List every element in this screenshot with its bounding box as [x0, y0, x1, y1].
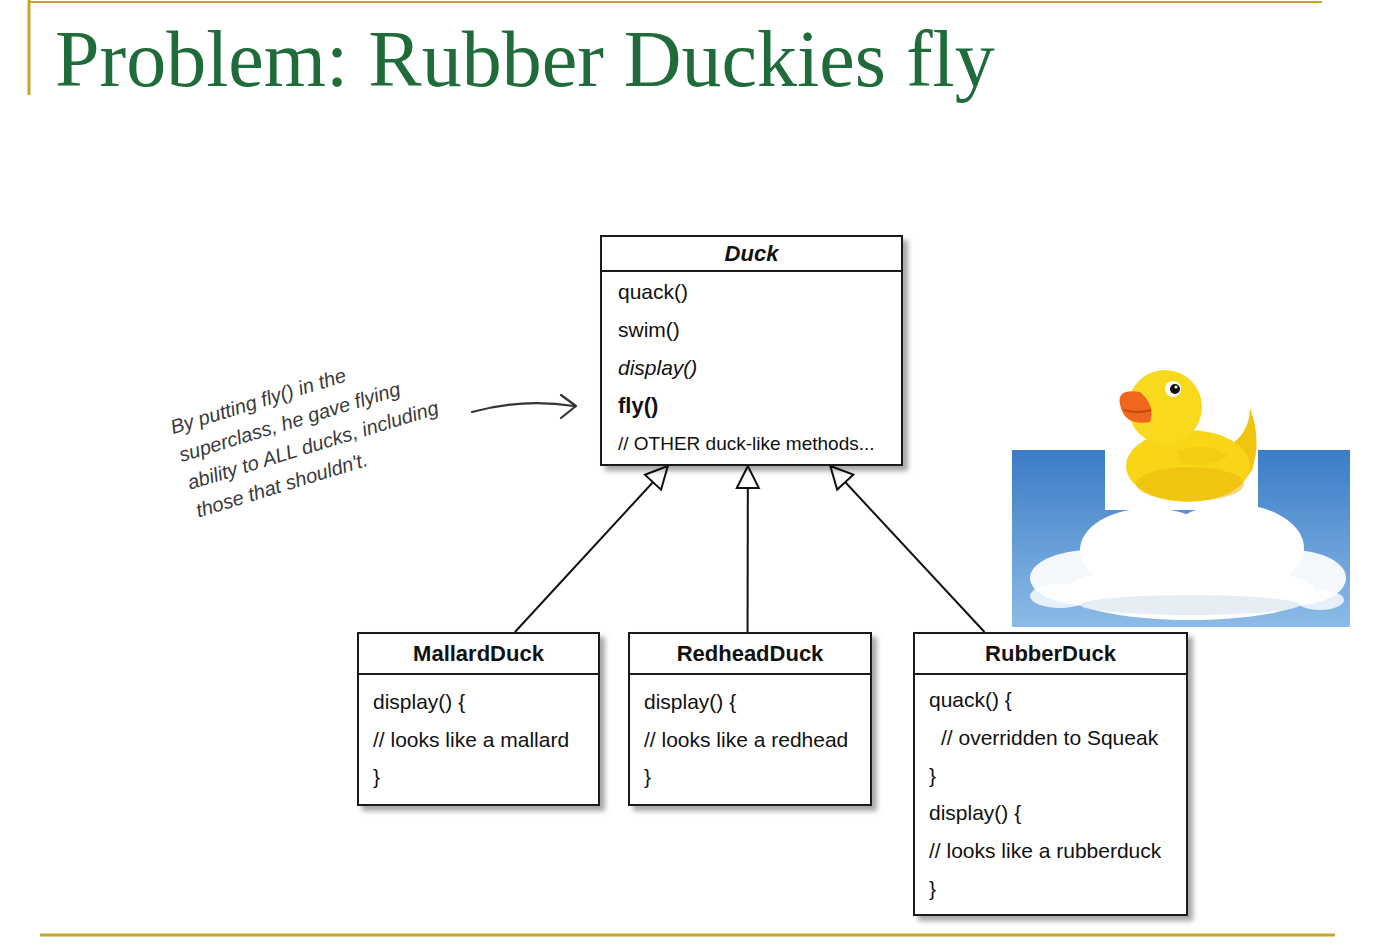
inheritance-arrow [515, 466, 668, 632]
method-line: // overridden to Squeak [929, 719, 1158, 757]
duck-eye [1165, 381, 1181, 397]
method-line: display() { [373, 683, 465, 721]
slide-title: Problem: Rubber Duckies fly [55, 19, 995, 99]
leader-arrow [472, 403, 574, 412]
method-line: } [373, 758, 380, 796]
sky [1012, 450, 1350, 627]
class-name: RedheadDuck [677, 634, 824, 673]
inheritance-arrow [830, 466, 984, 632]
method-line: quack() [618, 273, 688, 311]
class-name: MallardDuck [413, 634, 544, 673]
title-bar [28, 0, 31, 95]
method-line: quack() { [929, 681, 1012, 719]
duck-photo-ground [1105, 350, 1258, 510]
method-line: } [929, 757, 936, 795]
class-name: RubberDuck [985, 634, 1116, 673]
method-line: fly() [618, 387, 658, 425]
duck-beak [1120, 391, 1152, 422]
class-box: RedheadDuck display() {// looks like a re… [628, 632, 872, 806]
method-line: // looks like a redhead [644, 721, 848, 759]
cloud [1030, 504, 1346, 620]
method-line: } [929, 870, 936, 908]
inheritance-arrow [747, 466, 749, 632]
class-name: Duck [725, 237, 779, 270]
method-line: swim() [618, 311, 680, 349]
method-line: display() { [929, 794, 1021, 832]
sky-illustration [1012, 450, 1350, 627]
method-line: display() { [644, 683, 736, 721]
method-line: // OTHER duck-like methods... [618, 425, 875, 463]
handwritten-note: By putting fly() in the superclass, he g… [167, 337, 454, 525]
rubber-duck-illustration [1105, 350, 1258, 510]
class-box: Duck quack()swim()display()fly()// OTHER … [600, 235, 903, 466]
method-line: } [644, 758, 651, 796]
top-rule [28, 1, 1322, 3]
leader-arrowhead [561, 395, 576, 418]
class-box: MallardDuck display() {// looks like a ma… [357, 632, 600, 806]
method-line: // looks like a rubberduck [929, 832, 1161, 870]
method-line: display() [618, 349, 697, 387]
duck-body [1126, 430, 1250, 502]
class-box: RubberDuck quack() {// overridden to Sque… [913, 632, 1188, 916]
bottom-rule [40, 934, 1335, 937]
method-line: // looks like a mallard [373, 721, 569, 759]
